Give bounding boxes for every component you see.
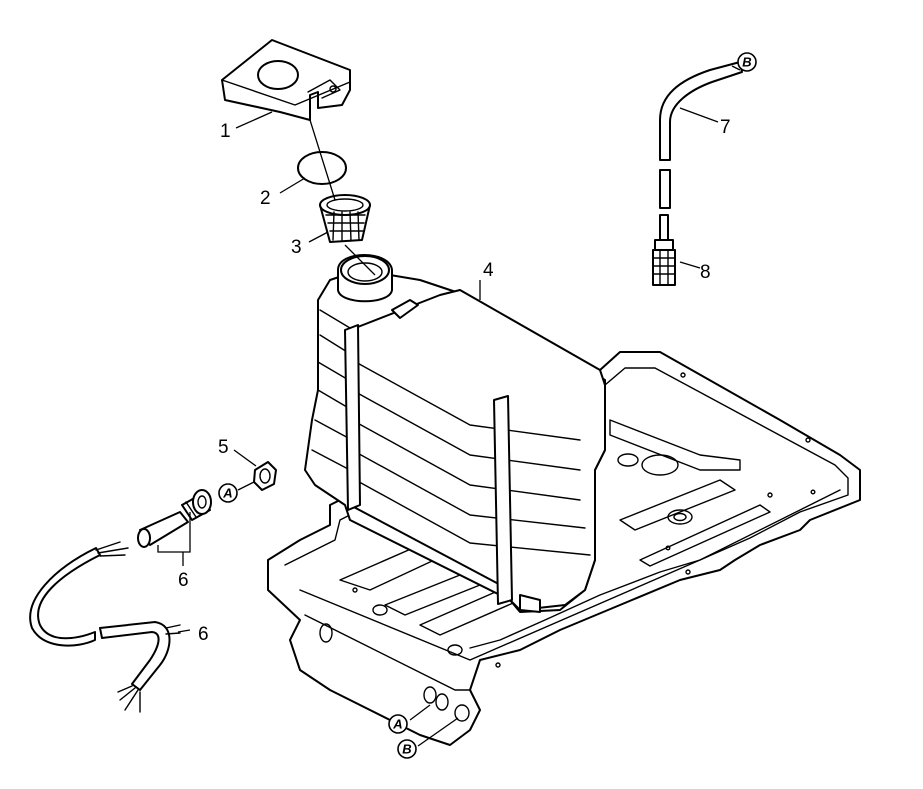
callout-3: 3 xyxy=(291,237,302,258)
callout-6-cable: 6 xyxy=(198,624,209,645)
marker-a-mid-label: A xyxy=(222,486,232,501)
leader-lines xyxy=(157,65,741,747)
callout-7: 7 xyxy=(720,117,731,138)
marker-b-bottom: B xyxy=(397,739,417,759)
callout-2: 2 xyxy=(260,188,271,209)
marker-b-top-label: B xyxy=(742,55,751,70)
marker-a-bottom: A xyxy=(388,714,408,734)
assembly-axis-line xyxy=(309,119,376,276)
tank-cover xyxy=(221,39,351,121)
callout-8: 8 xyxy=(700,262,711,283)
suction-filter xyxy=(652,214,676,286)
nut xyxy=(253,461,277,491)
marker-a-bottom-label: A xyxy=(392,717,402,732)
callout-4: 4 xyxy=(483,260,494,281)
o-ring xyxy=(297,151,347,185)
cable xyxy=(29,541,181,713)
strainer xyxy=(319,194,371,243)
callout-5: 5 xyxy=(218,437,229,458)
callout-1: 1 xyxy=(220,121,231,142)
cable-gland xyxy=(137,489,212,548)
marker-b-bottom-label: B xyxy=(402,742,411,757)
callout-6-gland: 6 xyxy=(178,570,189,591)
tank xyxy=(304,254,606,613)
marker-a-mid: A xyxy=(218,483,238,503)
marker-b-top: B xyxy=(737,52,757,72)
